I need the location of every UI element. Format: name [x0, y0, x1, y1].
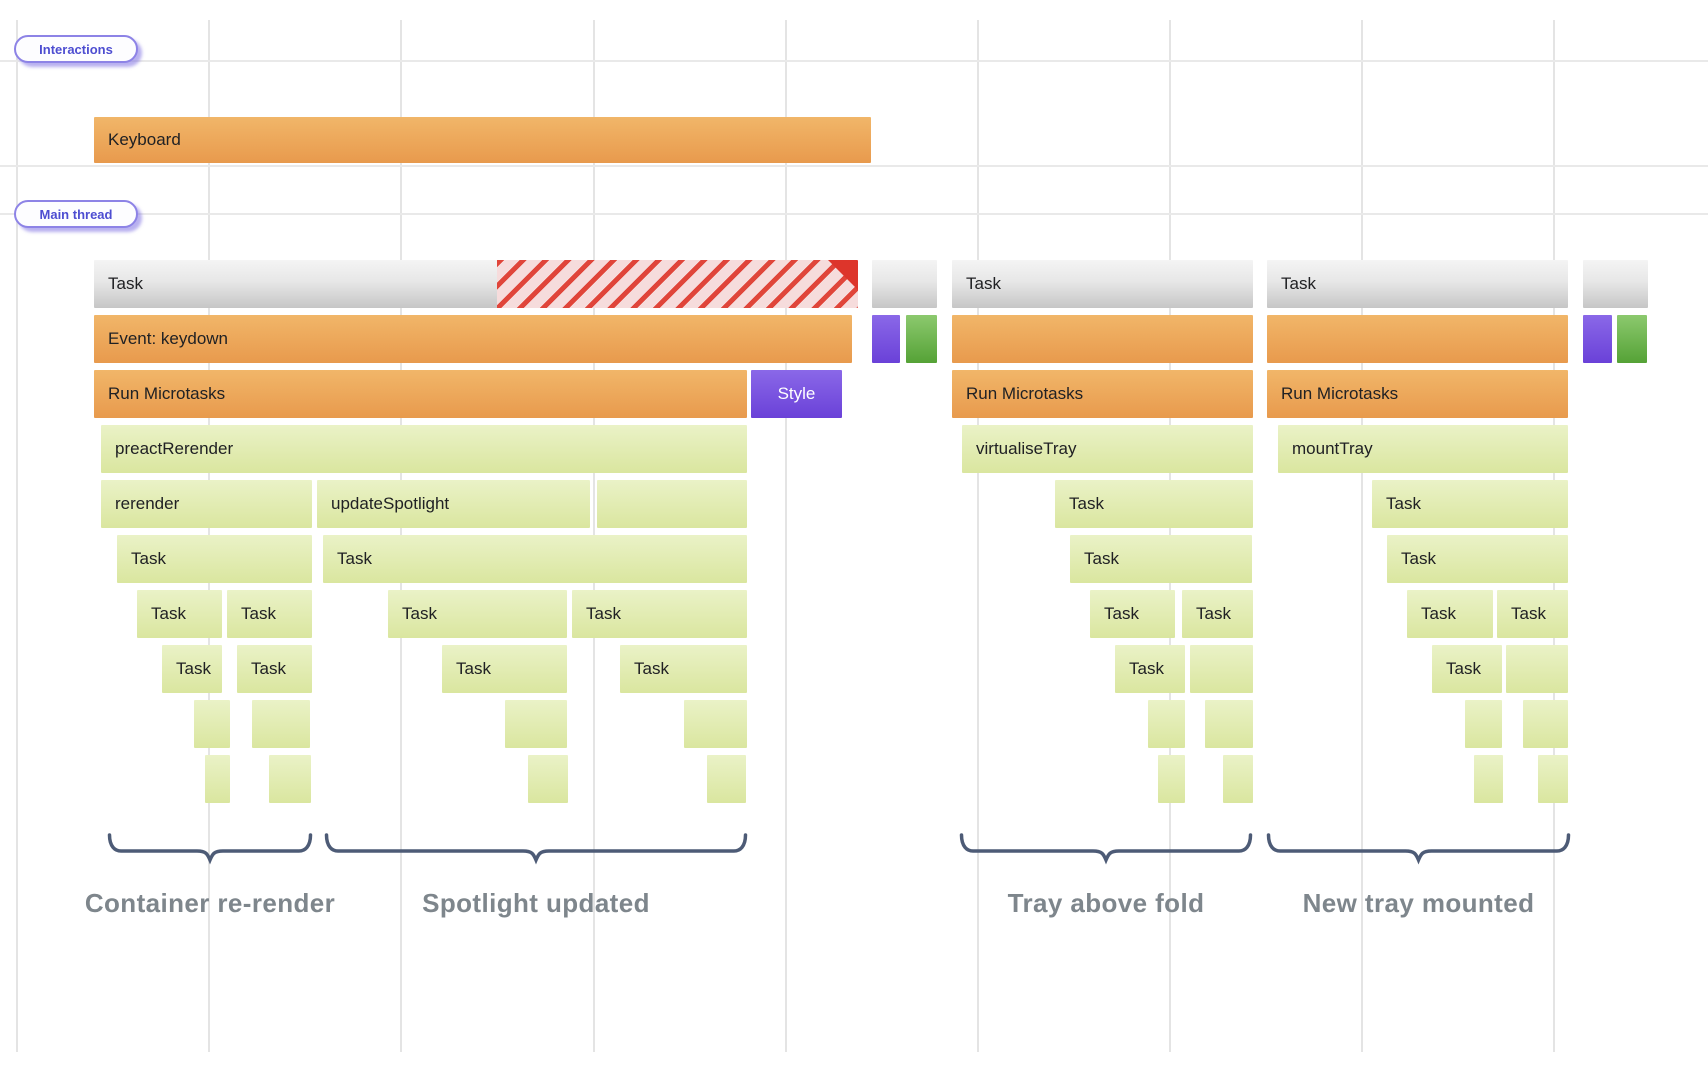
flame-bar[interactable] [1583, 260, 1648, 308]
main-thread-track-label[interactable]: Main thread [14, 200, 138, 228]
flame-bar[interactable] [505, 700, 567, 748]
flame-bar[interactable] [1617, 315, 1647, 363]
grid-vline [1361, 20, 1363, 1052]
flame-bar-run-microtasks[interactable]: Run Microtasks [94, 370, 747, 418]
flame-bar[interactable] [269, 755, 311, 803]
flame-bar[interactable] [1158, 755, 1185, 803]
flame-bar[interactable] [906, 315, 937, 363]
grid-hline [0, 60, 1708, 62]
flame-bar-task[interactable]: Task [162, 645, 222, 693]
flame-bar-task[interactable]: Task [137, 590, 222, 638]
flame-bar-task[interactable]: Task [237, 645, 312, 693]
flame-bar-event-keydown[interactable]: Event: keydown [94, 315, 852, 363]
flame-bar[interactable] [1474, 755, 1503, 803]
flame-bar-mounttray[interactable]: mountTray [1278, 425, 1568, 473]
flame-bar[interactable] [1523, 700, 1568, 748]
main-thread-track-label-text: Main thread [39, 206, 113, 222]
grid-vline [785, 20, 787, 1052]
flame-bar[interactable] [1223, 755, 1253, 803]
interactions-track-label-text: Interactions [39, 41, 113, 57]
flame-bar[interactable] [205, 755, 230, 803]
flame-bar[interactable] [1190, 645, 1253, 693]
flame-bar-task[interactable]: Task [1407, 590, 1493, 638]
annotation-label: Tray above fold [1007, 888, 1205, 918]
flame-bar[interactable] [252, 700, 310, 748]
flame-bar-task[interactable]: Task [572, 590, 747, 638]
annotation-label: New tray mounted [1302, 888, 1535, 918]
flame-bar-virtualisetray[interactable]: virtualiseTray [962, 425, 1253, 473]
flame-bar-task[interactable]: Task [1267, 260, 1568, 308]
flame-bar-task[interactable]: Task [620, 645, 747, 693]
flame-bar-task[interactable]: Task [1090, 590, 1175, 638]
flame-bar-preactrerender[interactable]: preactRerender [101, 425, 747, 473]
flame-bar-run-microtasks[interactable]: Run Microtasks [952, 370, 1253, 418]
annotation-brace [959, 833, 1253, 865]
flame-bar-updatespotlight[interactable]: updateSpotlight [317, 480, 590, 528]
grid-hline [0, 165, 1708, 167]
annotation-label: Container re-render [84, 888, 336, 918]
flame-bar-task[interactable]: Task [1055, 480, 1253, 528]
flame-bar[interactable] [1506, 645, 1568, 693]
flame-bar-task[interactable]: Task [1497, 590, 1568, 638]
flame-bar[interactable] [1148, 700, 1185, 748]
flame-bar-task[interactable]: Task [117, 535, 312, 583]
flame-bar-run-microtasks[interactable]: Run Microtasks [1267, 370, 1568, 418]
flame-bar[interactable] [528, 755, 568, 803]
flame-bar[interactable] [1583, 315, 1612, 363]
annotation-brace [1266, 833, 1571, 865]
grid-vline [16, 20, 18, 1052]
flame-bar[interactable] [707, 755, 746, 803]
flame-bar-task[interactable]: Task [388, 590, 567, 638]
flame-bar[interactable] [952, 315, 1253, 363]
annotation-label: Spotlight updated [422, 888, 650, 918]
flame-bar[interactable] [194, 700, 230, 748]
flame-bar-task[interactable]: Task [323, 535, 747, 583]
flame-bar[interactable] [1205, 700, 1253, 748]
long-task-alert-triangle-icon [828, 260, 858, 290]
flame-bar-task[interactable]: Task [94, 260, 858, 308]
flame-bar-task[interactable]: Task [1182, 590, 1253, 638]
flame-bar-task[interactable]: Task [952, 260, 1253, 308]
interaction-bar[interactable]: Keyboard [94, 117, 871, 163]
flame-bar-task[interactable]: Task [1070, 535, 1252, 583]
flame-bar[interactable] [597, 480, 747, 528]
long-task-warning-stripes [497, 260, 858, 308]
flame-bar[interactable] [684, 700, 747, 748]
flame-bar-rerender[interactable]: rerender [101, 480, 312, 528]
grid-vline [977, 20, 979, 1052]
flame-bar-task[interactable]: Task [442, 645, 567, 693]
flame-bar[interactable] [1465, 700, 1502, 748]
interactions-track-label[interactable]: Interactions [14, 35, 138, 63]
flame-bar[interactable] [872, 260, 937, 308]
flame-bar-task[interactable]: Task [1432, 645, 1502, 693]
grid-hline [0, 213, 1708, 215]
flame-bar[interactable] [1538, 755, 1568, 803]
flame-bar-style[interactable]: Style [751, 370, 842, 418]
flame-bar-task[interactable]: Task [227, 590, 312, 638]
annotation-brace [324, 833, 748, 865]
flame-bar-task[interactable]: Task [1387, 535, 1568, 583]
flame-bar[interactable] [1267, 315, 1568, 363]
annotation-brace [107, 833, 313, 865]
flame-bar-task[interactable]: Task [1115, 645, 1185, 693]
flame-bar[interactable] [872, 315, 900, 363]
flame-bar-task[interactable]: Task [1372, 480, 1568, 528]
